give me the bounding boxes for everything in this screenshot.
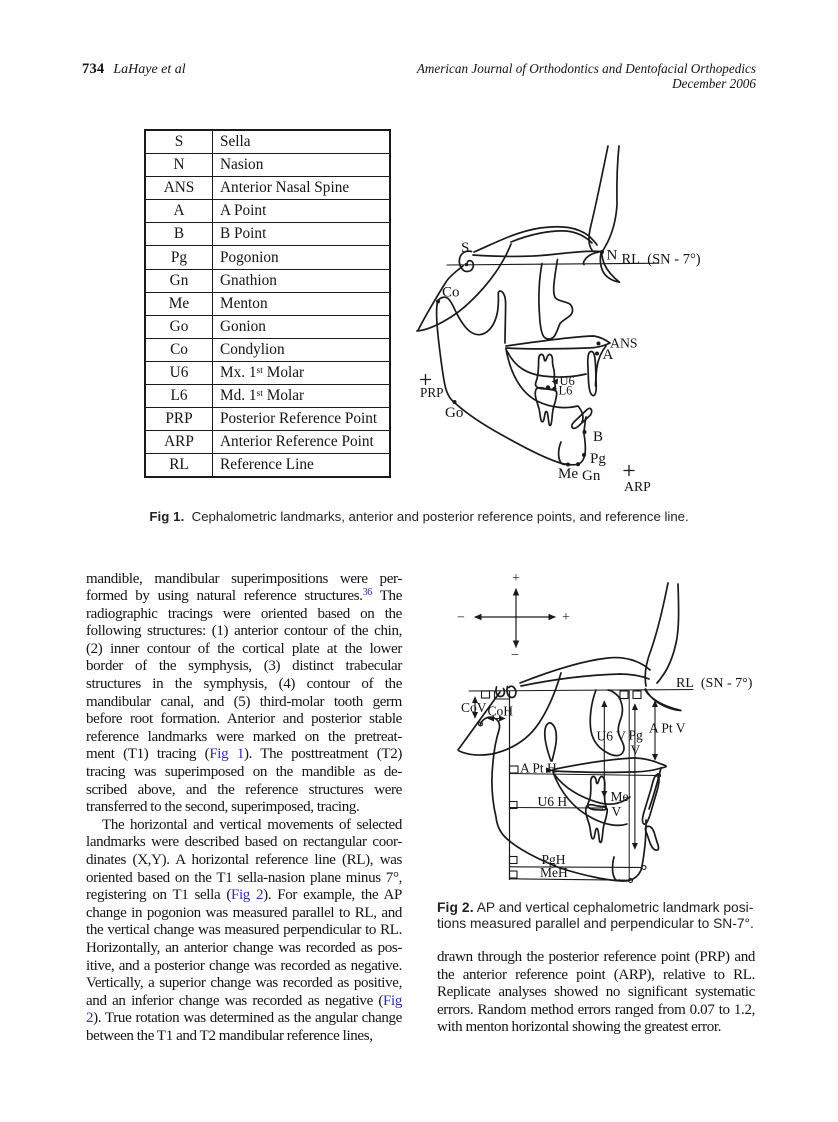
svg-text:−: −	[457, 611, 465, 626]
svg-text:Me: Me	[611, 789, 629, 804]
svg-text:Go: Go	[445, 405, 463, 421]
svg-text:MeH: MeH	[540, 865, 568, 880]
svg-text:RL (SN - 7°): RL (SN - 7°)	[676, 676, 753, 691]
svg-text:ANS: ANS	[610, 336, 638, 351]
svg-text:+: +	[562, 610, 570, 625]
svg-text:CoH: CoH	[488, 704, 514, 719]
svg-text:B: B	[593, 429, 603, 445]
svg-text:A Pt V: A Pt V	[649, 721, 686, 736]
svg-text:Pg: Pg	[590, 451, 606, 467]
svg-text:PgH: PgH	[542, 852, 566, 867]
svg-text:CoV: CoV	[461, 700, 487, 715]
svg-text:RL (SN - 7°): RL (SN - 7°)	[622, 252, 701, 268]
svg-text:Pg: Pg	[629, 728, 644, 743]
svg-text:N: N	[607, 248, 618, 264]
svg-text:Co: Co	[442, 285, 460, 301]
svg-text:A: A	[603, 347, 614, 363]
svg-text:S: S	[461, 240, 469, 256]
svg-text:−: −	[511, 648, 519, 663]
svg-text:U6 V: U6 V	[597, 729, 627, 744]
svg-text:A Pt H: A Pt H	[520, 761, 557, 776]
svg-text:V: V	[612, 804, 622, 819]
svg-text:U6 H: U6 H	[538, 794, 568, 809]
svg-text:V: V	[631, 743, 641, 758]
svg-text:Gn: Gn	[582, 468, 601, 484]
svg-text:Me: Me	[558, 466, 578, 482]
svg-text:PRP: PRP	[420, 385, 443, 400]
svg-text:U6: U6	[560, 374, 575, 388]
svg-text:ARP: ARP	[624, 479, 651, 494]
svg-text:+: +	[512, 571, 520, 586]
svg-text:L6: L6	[559, 384, 573, 398]
